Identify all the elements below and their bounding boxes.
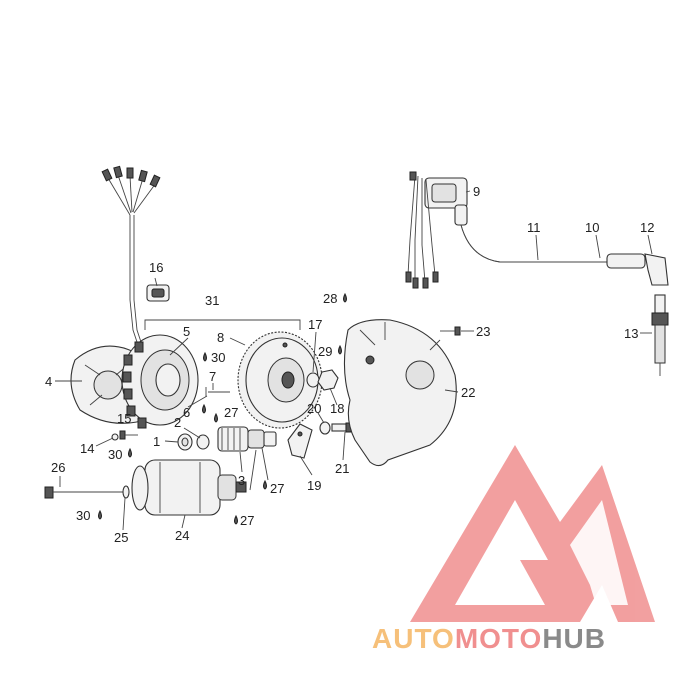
label-part-23: 23 <box>476 324 490 339</box>
part-5-stator <box>121 334 199 429</box>
part-11-ht-lead <box>460 224 608 263</box>
stator-wiring-harness <box>101 165 161 346</box>
label-part-4: 4 <box>45 374 52 389</box>
label-part-30-bottom: 30 <box>76 508 90 523</box>
label-part-27-top: 27 <box>224 405 238 420</box>
part-25-washer <box>122 485 130 499</box>
part-23-screw <box>440 326 461 336</box>
assembly-31-bracket <box>144 319 301 330</box>
label-part-18: 18 <box>330 401 344 416</box>
label-part-24: 24 <box>175 528 189 543</box>
part-15-screw <box>119 430 138 440</box>
part-labels: 1 2 3 4 5 6 7 8 9 10 11 12 13 14 15 16 1… <box>45 184 654 545</box>
automotohub-logo <box>410 445 655 622</box>
leader-lines <box>55 190 653 531</box>
part-19-bracket <box>287 423 313 459</box>
logo-inner-cutout-2 <box>570 500 628 605</box>
part-3-starter-gear <box>217 426 277 452</box>
part-20-washer <box>319 421 331 435</box>
label-part-12: 12 <box>640 220 654 235</box>
part-7-pin <box>205 387 230 397</box>
part-26-bolt <box>44 486 125 499</box>
watermark-moto: MOTO <box>455 623 542 654</box>
label-part-10: 10 <box>585 220 599 235</box>
label-part-3: 3 <box>238 473 245 488</box>
label-part-29: 29 <box>318 344 332 359</box>
part-13-spark-plug <box>651 294 669 376</box>
label-part-27-bottom: 27 <box>240 513 254 528</box>
label-part-19: 19 <box>307 478 321 493</box>
label-part-2: 2 <box>174 415 181 430</box>
part-22-cover <box>343 319 457 467</box>
part-18-nut <box>317 369 339 391</box>
label-part-26: 26 <box>51 460 65 475</box>
label-part-15: 15 <box>117 411 131 426</box>
label-part-9: 9 <box>473 184 480 199</box>
label-part-5: 5 <box>183 324 190 339</box>
label-part-28: 28 <box>323 291 337 306</box>
label-part-20: 20 <box>307 401 321 416</box>
label-part-14: 14 <box>80 441 94 456</box>
part-16-clip <box>146 284 170 302</box>
label-part-22: 22 <box>461 385 475 400</box>
watermark-hub: HUB <box>542 623 606 654</box>
label-part-17: 17 <box>308 317 322 332</box>
label-part-31: 31 <box>205 293 219 308</box>
label-part-25: 25 <box>114 530 128 545</box>
part-8-flywheel <box>237 331 323 429</box>
label-part-21: 21 <box>335 461 349 476</box>
logo-inner-cutout <box>455 500 548 605</box>
label-part-13: 13 <box>624 326 638 341</box>
part-12-plug-cap <box>606 253 669 286</box>
label-part-16: 16 <box>149 260 163 275</box>
label-part-27-middle: 27 <box>270 481 284 496</box>
label-part-11: 11 <box>527 220 541 235</box>
label-part-30-middle: 30 <box>108 447 122 462</box>
small-fasteners <box>111 369 352 451</box>
grease-drops <box>98 292 347 525</box>
part-24-starter-motor <box>131 459 247 516</box>
label-part-8: 8 <box>217 330 224 345</box>
part-17-washer <box>306 372 320 388</box>
part-2-washer <box>196 434 210 450</box>
label-part-6: 6 <box>183 405 190 420</box>
watermark-text: AUTOMOTOHUB <box>372 623 606 654</box>
label-part-30-top: 30 <box>211 350 225 365</box>
part-21-bolt <box>331 422 352 433</box>
label-part-7: 7 <box>209 369 216 384</box>
part-14-washer <box>111 433 119 441</box>
part-9-ignition-coil <box>405 171 468 289</box>
watermark-auto: AUTO <box>372 623 455 654</box>
label-part-1: 1 <box>153 434 160 449</box>
